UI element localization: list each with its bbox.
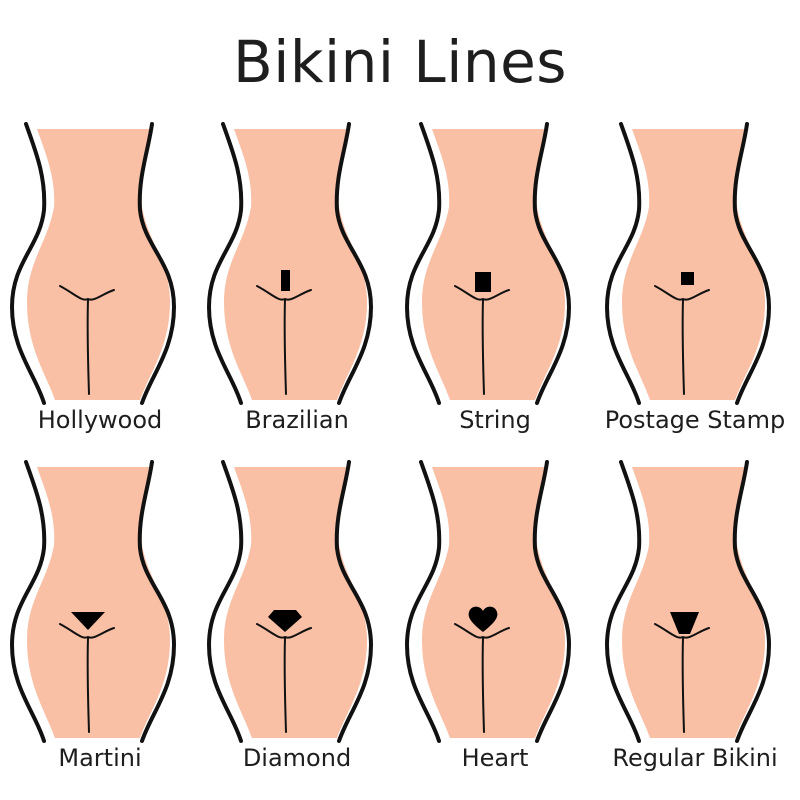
figure-brazilian: Brazilian bbox=[197, 122, 397, 452]
body-illustration-icon bbox=[595, 122, 795, 412]
figure-diamond: Diamond bbox=[197, 460, 397, 790]
style-label: Heart bbox=[461, 744, 529, 772]
style-label: Diamond bbox=[242, 744, 352, 772]
inverted-triangle-icon bbox=[71, 612, 105, 630]
figure-heart: Heart bbox=[395, 460, 595, 790]
page-title: Bikini Lines bbox=[232, 28, 567, 96]
figure-regular-bikini: Regular Bikini bbox=[595, 460, 795, 790]
rectangle-icon bbox=[475, 272, 491, 292]
body-illustration-icon bbox=[395, 460, 595, 750]
body-illustration-icon bbox=[197, 460, 397, 750]
figure-postage-stamp: Postage Stamp bbox=[595, 122, 795, 452]
heart-icon bbox=[468, 606, 498, 632]
body-illustration-icon bbox=[0, 460, 200, 750]
thin-rectangle-icon bbox=[281, 270, 290, 291]
body-illustration-icon bbox=[0, 122, 200, 412]
style-label: String bbox=[459, 406, 531, 434]
style-label: Brazilian bbox=[245, 406, 349, 434]
figure-string: String bbox=[395, 122, 595, 452]
small-square-icon bbox=[681, 272, 694, 285]
style-label: Hollywood bbox=[37, 406, 163, 434]
diamond-icon bbox=[268, 610, 302, 632]
trapezoid-icon bbox=[670, 612, 699, 634]
style-label: Postage Stamp bbox=[604, 406, 786, 434]
figure-hollywood: Hollywood bbox=[0, 122, 200, 452]
body-illustration-icon bbox=[595, 460, 795, 750]
style-label: Regular Bikini bbox=[612, 744, 778, 772]
style-label: Martini bbox=[58, 744, 142, 772]
figure-martini: Martini bbox=[0, 460, 200, 790]
body-illustration-icon bbox=[395, 122, 595, 412]
body-illustration-icon bbox=[197, 122, 397, 412]
